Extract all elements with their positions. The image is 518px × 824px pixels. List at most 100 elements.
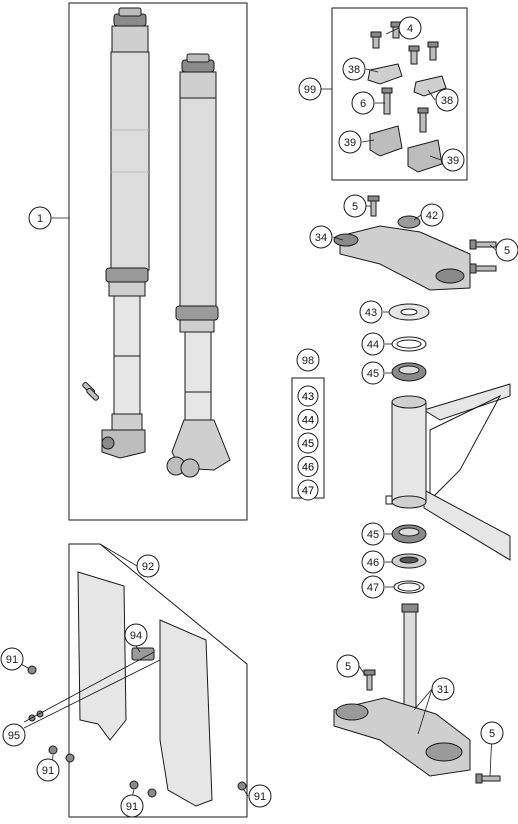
frame-head-tube [385, 383, 511, 561]
callout-circle [420, 203, 444, 227]
upper-triple-clamp [333, 195, 497, 291]
fork-leg-left [101, 7, 150, 459]
fork-leg-right [166, 53, 231, 478]
callout-number: 5 [489, 728, 495, 740]
guard-screws [27, 665, 247, 798]
callout-circle [338, 130, 362, 154]
callout-c45a: 45 [361, 361, 385, 385]
callout-circle [343, 194, 367, 218]
callout-number: 91 [6, 654, 18, 666]
callout-circle [2, 723, 26, 747]
callout-number: 47 [367, 582, 379, 594]
callout-circle [297, 385, 319, 407]
callout-c5c: 5 [336, 654, 360, 678]
callout-number: 38 [441, 95, 453, 107]
callout-circle [297, 479, 319, 501]
callout-number: 91 [126, 801, 138, 813]
callout-circle [495, 238, 518, 262]
axle-clamp-bolts [82, 381, 100, 401]
callout-number: 38 [348, 64, 360, 76]
callout-c5d: 5 [480, 721, 504, 745]
callout-circle [309, 225, 333, 249]
callout-c94: 94 [124, 623, 148, 647]
callout-number: 42 [426, 210, 438, 222]
lower-triple-clamp [333, 603, 501, 784]
callout-number: 91 [42, 765, 54, 777]
bearing-stack [388, 303, 430, 594]
callout-c4: 4 [398, 16, 422, 40]
callout-circle [124, 623, 148, 647]
callout-c99: 99 [298, 77, 322, 101]
callout-c98: 98 [296, 348, 320, 372]
callout-c91b: 91 [36, 758, 60, 782]
callout-circle [361, 361, 385, 385]
callout-c34: 34 [309, 225, 333, 249]
callout-circle [435, 88, 459, 112]
callout-c5b: 5 [495, 238, 518, 262]
callout-circle [361, 550, 385, 574]
callout-circle [480, 721, 504, 745]
callout-c42: 42 [420, 203, 444, 227]
callout-number: 46 [302, 462, 314, 474]
callout-c47: 47 [361, 575, 385, 599]
callout-c91d: 91 [248, 784, 272, 808]
callout-number: 45 [367, 368, 379, 380]
callout-number: 95 [8, 730, 20, 742]
callout-c39b: 39 [441, 148, 465, 172]
callout-number: 45 [302, 438, 314, 450]
callout-c5a: 5 [343, 194, 367, 218]
callout-number: 6 [360, 98, 366, 110]
callout-number: 44 [302, 415, 314, 427]
callout-c46: 46 [361, 550, 385, 574]
callout-circle [120, 794, 144, 818]
clamp-kit-parts [367, 21, 447, 173]
callout-c38a: 38 [342, 57, 366, 81]
callout-circle [36, 758, 60, 782]
callout-number: 91 [254, 791, 266, 803]
callout-number: 43 [365, 307, 377, 319]
callout-circle [361, 575, 385, 599]
callout-circle [28, 206, 52, 230]
callout-number: 5 [504, 245, 510, 257]
callout-c39a: 39 [338, 130, 362, 154]
callout-circle [398, 16, 422, 40]
callout-circle [361, 522, 385, 546]
callout-c43: 43 [359, 300, 383, 324]
callout-number: 46 [367, 557, 379, 569]
callout-circle [297, 409, 319, 430]
callout-c92: 92 [136, 554, 160, 578]
callout-circle [431, 677, 455, 701]
kit-item-45: 45 [297, 432, 319, 454]
callout-number: 1 [37, 213, 43, 225]
fork-guards [77, 571, 213, 807]
callout-number: 34 [315, 232, 327, 244]
callout-number: 94 [130, 630, 142, 642]
callout-number: 47 [302, 485, 314, 497]
callout-number: 39 [447, 155, 459, 167]
callout-number: 43 [302, 391, 314, 403]
callout-circle [441, 148, 465, 172]
callout-c95: 95 [2, 723, 26, 747]
callout-circle [342, 57, 366, 81]
callout-circle [297, 456, 319, 477]
callout-circle [248, 784, 272, 808]
kit-item-47: 47 [297, 479, 319, 501]
kit-item-46: 46 [297, 456, 319, 477]
callout-c6: 6 [351, 91, 375, 115]
callout-circle [336, 654, 360, 678]
callout-c1: 1 [28, 206, 52, 230]
bearing-kit-list: 43 44 45 46 47 [297, 385, 319, 501]
callout-number: 92 [142, 561, 154, 573]
callout-c91c: 91 [120, 794, 144, 818]
kit-item-44: 44 [297, 409, 319, 430]
callout-number: 31 [437, 684, 449, 696]
callout-c44: 44 [361, 332, 385, 356]
clamp-kit-frame [331, 7, 468, 181]
fork-guard-frame [68, 543, 248, 818]
callout-circle [296, 348, 320, 372]
callout-number: 39 [344, 137, 356, 149]
callout-c31: 31 [431, 677, 455, 701]
callout-number: 5 [345, 661, 351, 673]
callout-circle [136, 554, 160, 578]
